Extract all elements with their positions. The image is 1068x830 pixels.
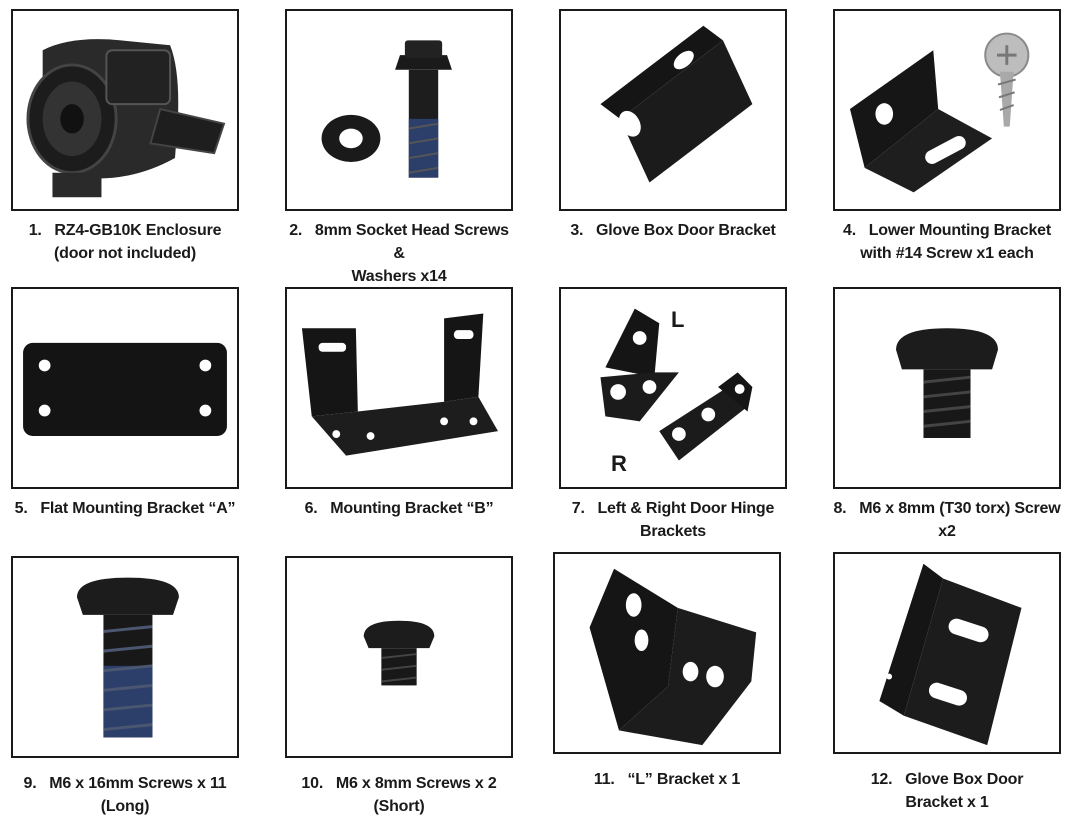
item-12-caption-line2: Bracket x 1 [905,794,989,811]
torx-screw-image [896,328,998,438]
item-8-image [833,287,1061,489]
item-6-caption-line1: 6. Mounting Bracket “B” [304,500,494,517]
item-12-caption-line1: 12. Glove Box Door [870,771,1024,788]
item-11-caption-line1: 11. “L” Bracket x 1 [593,771,741,788]
item-4-caption-line2: with #14 Screw x1 each [860,245,1034,262]
item-5-caption-line1: 5. Flat Mounting Bracket “A” [14,500,236,517]
item-10-image [285,556,513,758]
flat-bracket-a-image [23,342,227,437]
item-9-caption-line1: 9. M6 x 16mm Screws x 11 [23,775,227,792]
item-3-image [559,9,787,211]
item-4-caption-line1: 4. Lower Mounting Bracket [843,222,1051,239]
item-1-image [11,9,239,211]
glove-box-door-bracket-x1-image [879,563,1022,746]
long-screw-image [76,577,179,738]
hinge-left-label: L [671,307,685,332]
item-2-caption-line2: Washers x14 [351,268,447,285]
item-7-image: L R [559,287,787,489]
item-2-caption-line1: 2. 8mm Socket Head Screws & [289,222,509,262]
item-7-caption-line1: 7. Left & Right Door Hinge [571,500,775,517]
l-bracket-image [589,568,757,746]
item-3-caption-line1: 3. Glove Box Door Bracket [570,222,776,239]
item-7-caption-line2: Brackets [639,523,706,540]
hinge-right-label: R [611,451,627,476]
lower-mounting-bracket-image [849,32,1030,193]
item-10-caption-line1: 10. M6 x 8mm Screws x 2 [301,775,497,792]
item-9-image [11,556,239,758]
item-1-caption-line1: 1. RZ4-GB10K Enclosure [28,222,222,239]
item-4-image [833,9,1061,211]
item-10-caption-line2: (Short) [373,798,425,815]
enclosure-image [26,39,226,198]
door-hinge-brackets-image [600,308,753,461]
item-9-caption-line2: (Long) [100,798,150,815]
item-12-image [833,552,1061,754]
item-2-image [285,9,513,211]
item-6-image [285,287,513,489]
short-screw-image [363,620,435,686]
item-5-image [11,287,239,489]
glove-box-door-bracket-image [600,25,753,183]
mounting-bracket-b-image [301,313,498,456]
item-1-caption-line2: (door not included) [54,245,196,262]
item-11-image [553,552,781,754]
item-8-caption-line2: x2 [938,523,956,540]
item-8-caption-line1: 8. M6 x 8mm (T30 torx) Screw [833,500,1061,517]
screw-washer-image [321,40,452,178]
